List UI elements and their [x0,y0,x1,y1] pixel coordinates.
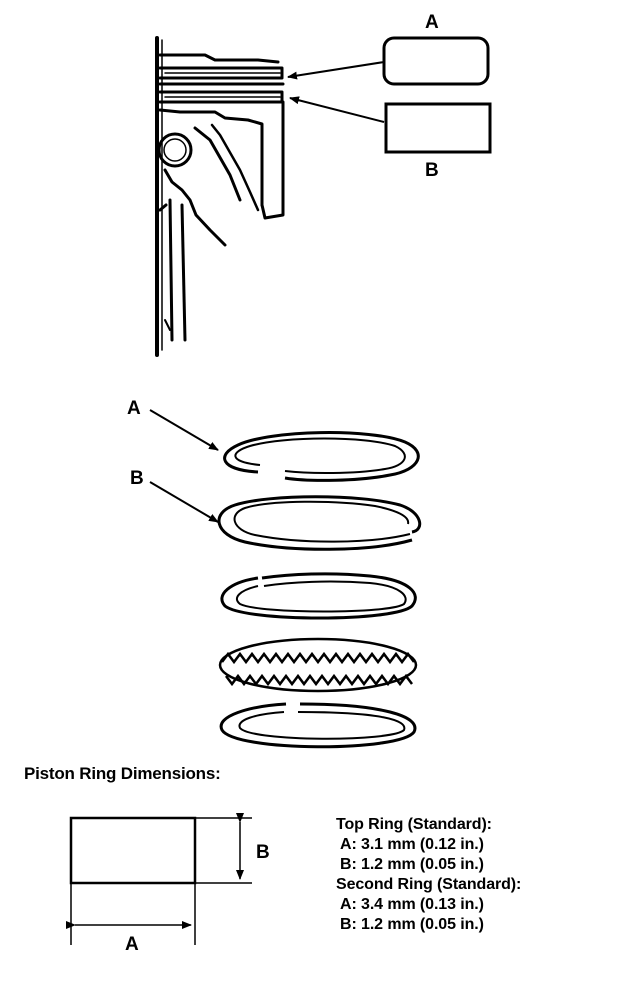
ring-label-a: A [127,398,141,419]
top-ring-profile [382,36,490,86]
exploded-second-ring [217,495,422,551]
second-ring-spec-b: B: 1.2 mm (0.05 in.) [340,916,484,933]
exploded-top-ring [223,431,420,482]
exploded-oil-rail-upper [220,572,417,620]
ring-callout-arrow-a [149,409,219,451]
ring-callout-arrow-b [149,481,219,523]
piston-callout-arrow-b [289,96,385,123]
top-ring-spec-title: Top Ring (Standard): [336,816,492,833]
piston-callout-arrow-a [287,61,385,80]
piston-label-b: B [425,160,439,181]
piston-section [155,36,285,357]
width-dimension-label: A [125,934,139,955]
top-ring-spec-b: B: 1.2 mm (0.05 in.) [340,856,484,873]
second-ring-profile [384,102,492,154]
second-ring-spec-a: A: 3.4 mm (0.13 in.) [340,896,484,913]
exploded-oil-expander [218,637,418,693]
dimensions-title: Piston Ring Dimensions: [24,764,221,783]
ring-dimension-drawing [66,813,252,945]
top-ring-spec-a: A: 3.1 mm (0.12 in.) [340,836,484,853]
ring-specifications: Top Ring (Standard): A: 3.1 mm (0.12 in.… [336,815,626,935]
second-ring-spec-title: Second Ring (Standard): [336,876,522,893]
height-dimension-label: B [256,842,270,863]
exploded-oil-rail-lower [219,702,417,749]
piston-label-a: A [425,12,439,33]
ring-cross-section-rect [69,816,197,885]
ring-label-b: B [130,468,144,489]
